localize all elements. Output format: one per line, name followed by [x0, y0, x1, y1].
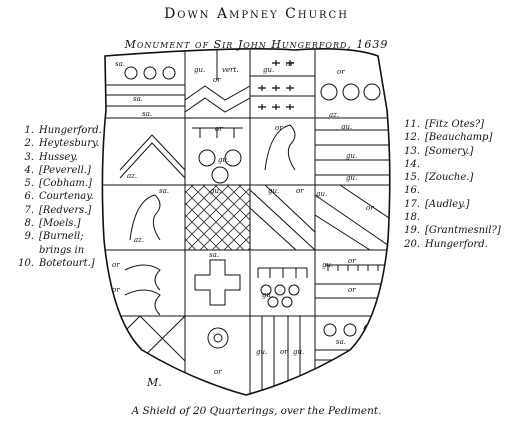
legend-item: 1.Hungerford. — [24, 125, 102, 136]
legend-item: 12.[Beauchamp] — [404, 132, 493, 144]
tincture-label: sa. — [142, 110, 152, 118]
legend-item: brings in — [39, 244, 85, 256]
tincture-label: or — [275, 124, 283, 132]
tincture-label: or — [214, 368, 222, 376]
legend-item: 5.[Cobham.] — [24, 178, 92, 190]
tincture-label: gu. — [322, 261, 333, 269]
legend-item: 13.[Somery.] — [404, 145, 474, 157]
tincture-label: or — [215, 125, 223, 133]
legend-item: 15.[Zouche.] — [404, 172, 474, 184]
roundel-icon — [162, 66, 176, 80]
tincture-label: or — [366, 204, 374, 212]
page-title: Down Ampney Church — [164, 6, 349, 22]
tincture-label: gu. — [256, 348, 267, 356]
lion-rampant-icon — [264, 124, 296, 171]
legend-item: 11.[Fitz Otes?] — [404, 119, 485, 130]
tincture-label: gu. — [346, 152, 357, 160]
tincture-label: gu. — [293, 348, 304, 356]
tincture-label: gu. — [218, 156, 229, 164]
tincture-label: gu. — [268, 187, 279, 195]
tincture-label: az. — [127, 172, 137, 180]
lion-passant-icon — [124, 289, 161, 316]
legend-item: 9.[Burnell; — [24, 231, 84, 243]
tincture-label: or — [112, 286, 120, 294]
rose-icon — [207, 327, 229, 349]
tincture-label: gu. — [194, 66, 205, 74]
tincture-label: or — [296, 187, 304, 195]
tincture-label: gu. — [262, 291, 273, 299]
lion-passant-icon — [124, 264, 161, 291]
legend-item: 6.Courtenay. — [24, 191, 94, 203]
legend-item: 18. — [404, 212, 420, 224]
shield-outline — [101, 48, 391, 396]
tincture-label: sa. — [336, 338, 346, 346]
tincture-label: sa. — [159, 187, 169, 195]
tincture-label: sa. — [115, 60, 125, 68]
legend-item: 2.Heytesbury. — [24, 138, 100, 150]
tincture-label: az. — [329, 111, 339, 119]
roundel-icon — [143, 66, 157, 80]
legend-item: 7.[Redvers.] — [24, 204, 92, 216]
engraver-signature: M. — [147, 376, 162, 389]
cross-icon — [194, 259, 241, 306]
tincture-label: gu. — [341, 123, 352, 131]
lion-head-icon — [363, 83, 381, 101]
tincture-label: or — [348, 257, 356, 265]
tincture-label: az. — [134, 236, 144, 244]
tincture-label: sa. — [209, 251, 219, 259]
legend-left: 1.Hungerford. 2.Heytesbury. 3.Hussey. 4.… — [8, 124, 118, 270]
tincture-label: or — [348, 286, 356, 294]
tincture-label: or — [337, 68, 345, 76]
lion-head-icon — [320, 83, 338, 101]
tincture-label: vert. — [222, 66, 238, 74]
legend-item: 16. — [404, 185, 420, 197]
tincture-label: gu. — [263, 66, 274, 74]
caption: A Shield of 20 Quarterings, over the Ped… — [131, 405, 382, 417]
tincture-label: sa. — [133, 95, 143, 103]
tincture-label: gu. — [346, 174, 357, 182]
tincture-label: or — [213, 76, 221, 84]
legend-item: 14. — [404, 158, 420, 170]
legend-item: 10.Botetourt.] — [18, 257, 95, 269]
legend-item: 17.[Audley.] — [404, 198, 470, 210]
lion-rampant-icon — [129, 194, 161, 241]
page-subtitle: Monument of Sir John Hungerford, 1639 — [124, 38, 389, 51]
tincture-label: gu. — [316, 190, 327, 198]
tincture-label: or — [286, 60, 294, 68]
legend-item: 3.Hussey. — [24, 151, 78, 163]
legend-item: 19.[Grantmesnil?] — [404, 225, 501, 237]
legend-item: 8.[Moels.] — [24, 218, 81, 230]
tincture-label: gu. — [210, 187, 221, 195]
tincture-label: or — [280, 348, 288, 356]
legend-right: 11.[Fitz Otes?] 12.[Beauchamp] 13.[Somer… — [398, 118, 510, 251]
roundel-icon — [124, 66, 138, 80]
lion-head-icon — [342, 83, 360, 101]
legend-item: 4.[Peverell.] — [24, 164, 91, 176]
tincture-label: or — [112, 261, 120, 269]
legend-item: 20.Hungerford. — [404, 238, 488, 250]
